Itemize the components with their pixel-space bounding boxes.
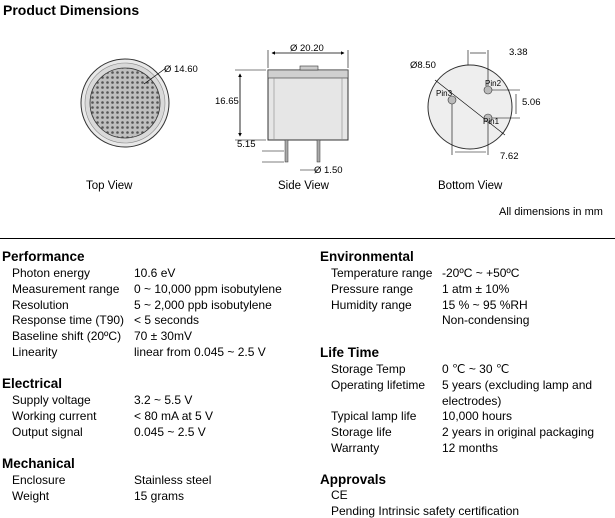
- electrical-row-label: Working current: [12, 408, 97, 423]
- mechanical-row-value: Stainless steel: [134, 473, 212, 487]
- bottom-view-diameter-label: Ø8.50: [410, 60, 436, 71]
- electrical-row-label: Supply voltage: [12, 393, 91, 407]
- life-time-row-label: Storage Temp: [331, 362, 406, 376]
- top-view-diameter-label: Ø 14.60: [164, 64, 198, 75]
- side-view-drawing: [235, 50, 349, 171]
- side-view-pin-length-label: 5.15: [237, 139, 256, 150]
- life-time-heading: Life Time: [320, 345, 380, 360]
- performance-row-label: Photon energy: [12, 266, 91, 280]
- environmental-heading: Environmental: [320, 249, 414, 264]
- bottom-view-pin2-label: Pin2: [485, 79, 502, 88]
- environmental-row-value: Non-condensing: [442, 313, 530, 328]
- electrical-row-value: < 80 mA at 5 V: [134, 408, 214, 423]
- bottom-view-caption: Bottom View: [438, 180, 503, 192]
- electrical-row-label: Output signal: [12, 424, 83, 439]
- performance-row-value: 10.6 eV: [134, 266, 176, 280]
- side-view-pin-diameter-label: Ø 1.50: [314, 165, 343, 176]
- environmental-row-label: Humidity range: [331, 297, 412, 312]
- life-time-row-label: Warranty: [331, 441, 380, 455]
- performance-row-value: 5 ~ 2,000 ppb isobutylene: [134, 297, 272, 312]
- performance-row-value: 70 ± 30mV: [134, 329, 192, 344]
- mechanical-row-value: 15 grams: [134, 488, 185, 503]
- performance-row-label: Measurement range: [12, 281, 120, 296]
- mechanical-row-label: Enclosure: [12, 473, 66, 487]
- bottom-view-dim-c-label: 7.62: [500, 151, 519, 162]
- performance-row-label: Linearity: [12, 345, 58, 359]
- environmental-row-label: Pressure range: [331, 281, 414, 296]
- performance-row-value: 0 ~ 10,000 ppm isobutylene: [134, 281, 282, 296]
- performance-row-label: Response time (T90): [12, 313, 125, 328]
- mechanical-row-label: Weight: [12, 488, 50, 503]
- side-view-width-label: Ø 20.20: [290, 43, 324, 54]
- life-time-row-value: 2 years in original packaging: [442, 425, 595, 440]
- section-divider: [0, 238, 615, 239]
- approvals-row-label: CE: [331, 488, 348, 502]
- life-time-row-label: Operating lifetime: [331, 377, 426, 392]
- electrical-row-value: 0.045 ~ 2.5 V: [134, 424, 206, 439]
- performance-heading: Performance: [2, 249, 85, 264]
- environmental-row-value: -20ºC ~ +50ºC: [442, 266, 520, 280]
- life-time-row-label: Typical lamp life: [331, 409, 417, 424]
- top-view-drawing: [80, 58, 170, 148]
- performance-row-label: Baseline shift (20ºC): [12, 329, 122, 344]
- life-time-row-value: electrodes): [442, 393, 502, 408]
- life-time-row-value: 0 ℃ ~ 30 ℃: [442, 362, 510, 376]
- approvals-heading: Approvals: [320, 472, 387, 487]
- life-time-row-value: 12 months: [442, 441, 499, 455]
- dimension-drawings: [80, 50, 520, 171]
- electrical-heading: Electrical: [2, 376, 63, 391]
- bottom-view-dim-b-label: 5.06: [522, 97, 541, 108]
- mechanical-heading: Mechanical: [2, 456, 75, 471]
- dimensions-note: All dimensions in mm: [499, 206, 603, 218]
- side-view-height-label: 16.65: [215, 96, 239, 107]
- life-time-row-value: 5 years (excluding lamp and: [442, 377, 593, 392]
- bottom-view-drawing: [427, 50, 520, 155]
- side-view-caption: Side View: [278, 180, 329, 192]
- performance-row-value: < 5 seconds: [134, 313, 200, 328]
- environmental-row-label: Temperature range: [331, 266, 433, 280]
- page-title: Product Dimensions: [3, 2, 140, 18]
- environmental-row-value: 1 atm ± 10%: [442, 281, 510, 296]
- bottom-view-pin3-label: Pin3: [436, 89, 453, 98]
- top-view-caption: Top View: [86, 180, 133, 192]
- bottom-view-pin1-label: Pin1: [483, 117, 500, 126]
- bottom-view-dim-a-label: 3.38: [509, 47, 528, 58]
- performance-row-value: linear from 0.045 ~ 2.5 V: [134, 345, 266, 359]
- life-time-row-value: 10,000 hours: [442, 409, 513, 424]
- performance-row-label: Resolution: [12, 297, 69, 312]
- approvals-row-label: Pending Intrinsic safety certification: [331, 503, 520, 518]
- electrical-row-value: 3.2 ~ 5.5 V: [134, 393, 193, 407]
- environmental-row-value: 15 % ~ 95 %RH: [442, 297, 528, 312]
- life-time-row-label: Storage life: [331, 425, 392, 440]
